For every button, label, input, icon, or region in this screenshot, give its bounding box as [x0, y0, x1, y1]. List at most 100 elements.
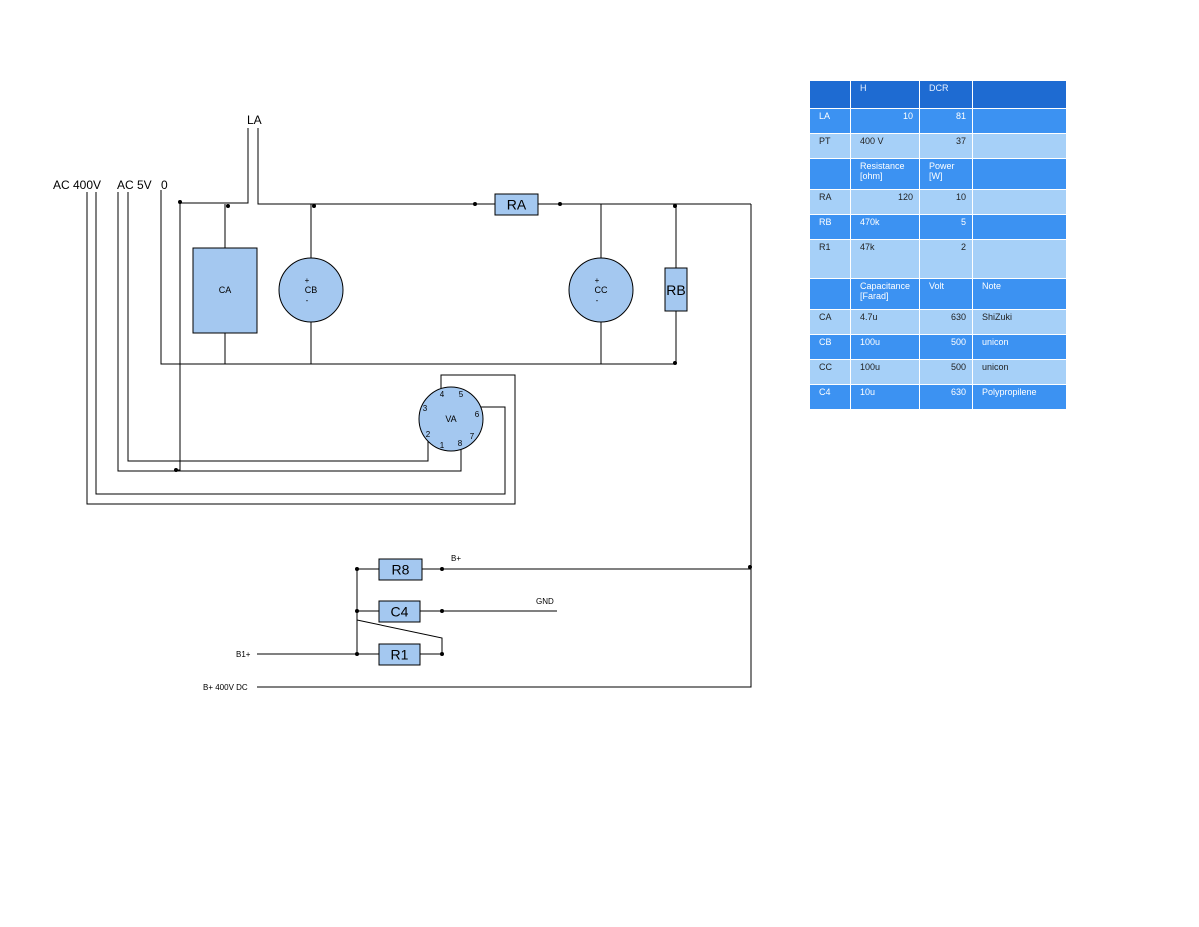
parts-table-cell [972, 80, 1067, 109]
parts-table-cell: R1 [809, 239, 851, 279]
parts-table-cell: 630 [919, 309, 973, 335]
capacitor-cb: + CB - [278, 257, 344, 323]
ac-400v-label: AC 400V [53, 178, 101, 192]
parts-table-cell: CC [809, 359, 851, 385]
parts-table-cell: 500 [919, 334, 973, 360]
tube-pin-4: 4 [440, 390, 445, 399]
resistor-r1-label: R1 [391, 647, 409, 663]
wires [86, 128, 752, 688]
parts-table-cell: 10 [850, 108, 920, 134]
capacitor-cc-minus: - [596, 296, 599, 305]
b-plus-400v-dc-label: B+ 400V DC [203, 683, 248, 692]
parts-table-cell: Polypropilene [972, 384, 1067, 410]
capacitor-cc-label: CC [595, 285, 608, 295]
tube-va-label: VA [445, 414, 456, 424]
resistor-r8: R8 [378, 558, 423, 581]
resistor-ra-label: RA [507, 197, 527, 213]
parts-table-cell: C4 [809, 384, 851, 410]
parts-table-cell: unicon [972, 334, 1067, 360]
parts-table-cell: 400 V [850, 133, 920, 159]
resistor-r1: R1 [378, 643, 421, 666]
tube-pin-1: 1 [440, 441, 445, 450]
tube-pin-7: 7 [470, 432, 475, 441]
parts-table-cell: DCR [919, 80, 973, 109]
parts-table-cell: H [850, 80, 920, 109]
parts-table-cell: 630 [919, 384, 973, 410]
parts-table-cell: 10u [850, 384, 920, 410]
la-label: LA [247, 113, 262, 127]
capacitor-cc-plus: + [595, 276, 600, 285]
parts-table-cell: 37 [919, 133, 973, 159]
parts-table-cell: Resistance [ohm] [850, 158, 920, 190]
parts-table-cell: 81 [919, 108, 973, 134]
parts-table-cell [972, 158, 1067, 190]
capacitor-c4-label: C4 [391, 604, 409, 620]
parts-table-cell: 120 [850, 189, 920, 215]
parts-table-cell: 5 [919, 214, 973, 240]
tube-pin-6: 6 [475, 410, 480, 419]
tube-va: VA 1 2 3 4 5 6 7 8 [418, 386, 484, 452]
parts-table-cell [809, 278, 851, 310]
tube-pin-2: 2 [426, 430, 431, 439]
parts-table-cell [972, 133, 1067, 159]
capacitor-cb-plus: + [305, 276, 310, 285]
zero-label: 0 [161, 178, 168, 192]
b1-plus-label: B1+ [236, 650, 251, 659]
junction-dots [174, 200, 752, 656]
capacitor-cb-minus: - [306, 296, 309, 305]
parts-table-cell: CB [809, 334, 851, 360]
parts-table-cell: 100u [850, 334, 920, 360]
tube-pin-8: 8 [458, 439, 463, 448]
resistor-rb: RB [664, 267, 688, 312]
tube-pin-5: 5 [459, 390, 464, 399]
parts-table-cell: PT [809, 133, 851, 159]
parts-table-cell: 470k [850, 214, 920, 240]
parts-table-cell: RA [809, 189, 851, 215]
parts-table-cell: ShiZuki [972, 309, 1067, 335]
parts-table-cell: 2 [919, 239, 973, 279]
capacitor-cb-label: CB [305, 285, 318, 295]
capacitor-cc: + CC - [568, 257, 634, 323]
parts-table-row: Resistance [ohm]Power [W] [809, 158, 1067, 190]
parts-table-cell: Capacitance [Farad] [850, 278, 920, 310]
resistor-ra: RA [494, 193, 539, 216]
parts-table-cell: Volt [919, 278, 973, 310]
parts-table-cell [809, 80, 851, 109]
parts-table-cell: CA [809, 309, 851, 335]
parts-table-cell: 10 [919, 189, 973, 215]
resistor-r8-label: R8 [392, 562, 410, 578]
schematic-diagram: RA RB CA + CB - + CC - VA 1 2 3 4 5 6 7 … [53, 113, 752, 692]
parts-table-cell: LA [809, 108, 851, 134]
parts-table-cell: Power [W] [919, 158, 973, 190]
parts-table-cell [972, 108, 1067, 134]
parts-table-cell: unicon [972, 359, 1067, 385]
capacitor-ca-label: CA [219, 285, 232, 295]
capacitor-c4: C4 [378, 600, 421, 623]
parts-table-cell: 4.7u [850, 309, 920, 335]
parts-table-cell: 100u [850, 359, 920, 385]
parts-table-cell: 47k [850, 239, 920, 279]
tube-pin-3: 3 [423, 404, 428, 413]
b-plus-label: B+ [451, 554, 461, 563]
ac-5v-label: AC 5V [117, 178, 152, 192]
parts-table-cell [972, 239, 1067, 279]
parts-table-cell [809, 158, 851, 190]
parts-table-cell [972, 214, 1067, 240]
parts-table-cell: RB [809, 214, 851, 240]
gnd-label: GND [536, 597, 554, 606]
resistor-rb-label: RB [666, 282, 685, 298]
parts-table-cell: Note [972, 278, 1067, 310]
parts-table-cell [972, 189, 1067, 215]
capacitor-ca: CA [192, 247, 258, 334]
